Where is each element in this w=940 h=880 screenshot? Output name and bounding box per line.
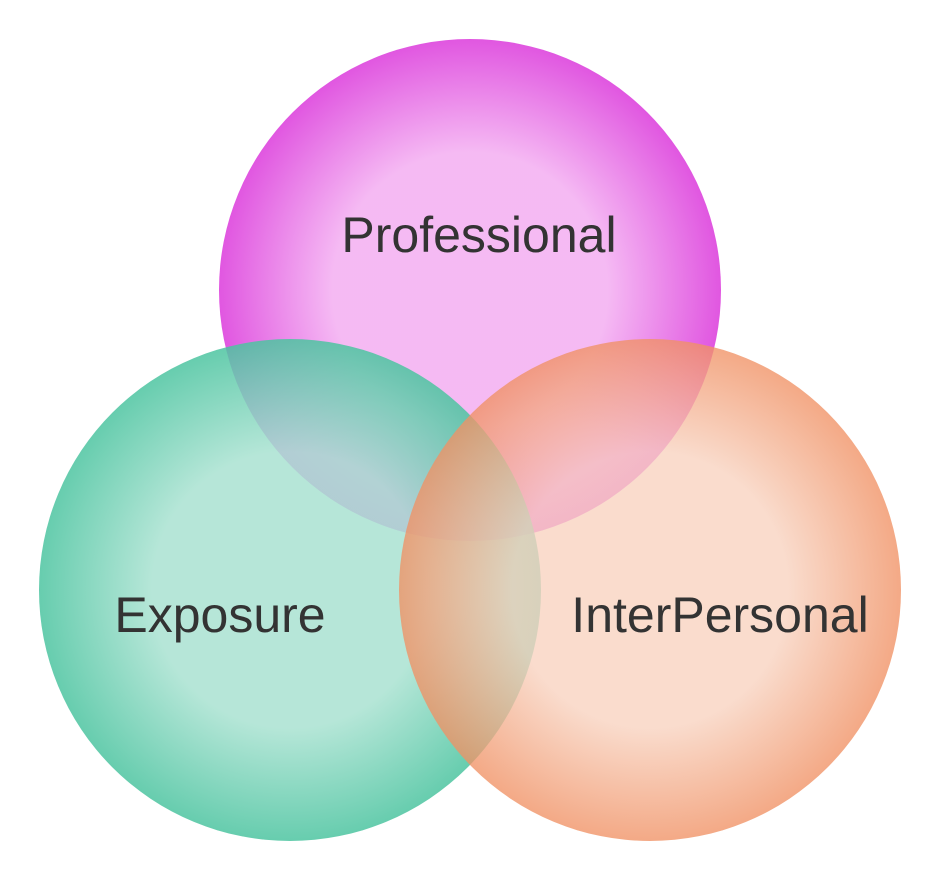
interpersonal-label: InterPersonal (571, 587, 868, 643)
exposure-circle (39, 339, 541, 841)
interpersonal-circle (399, 339, 901, 841)
professional-label: Professional (341, 207, 616, 263)
exposure-label: Exposure (114, 587, 325, 643)
